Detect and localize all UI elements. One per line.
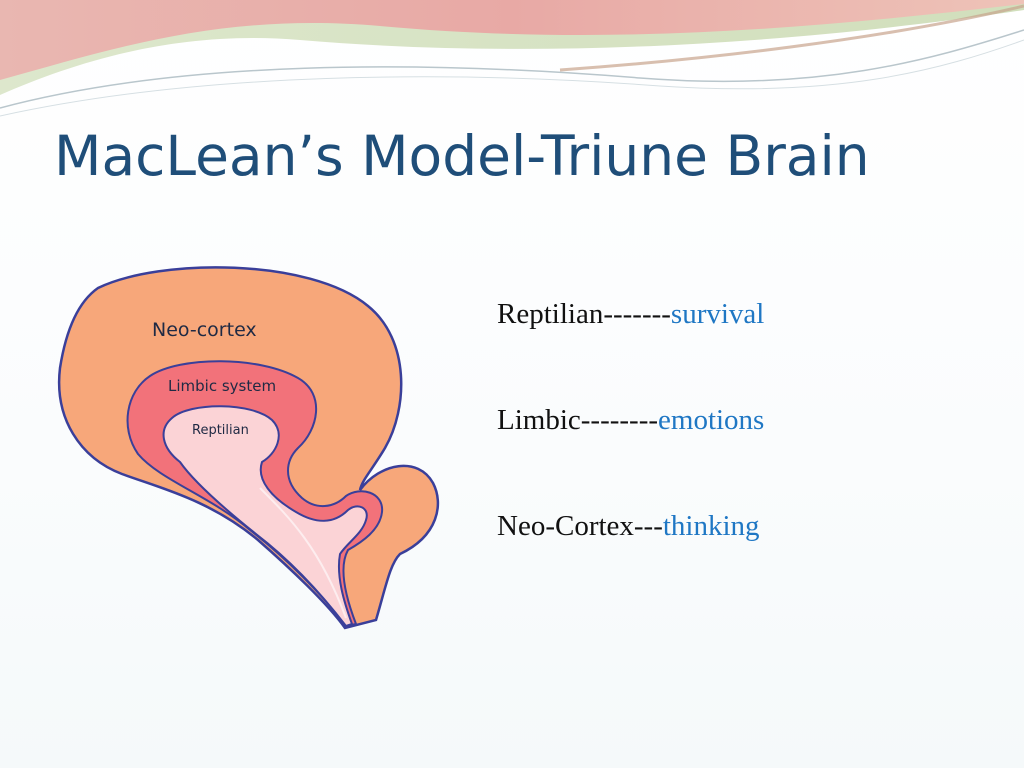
list-item-term: Neo-Cortex--- (497, 510, 663, 542)
list-item: Neo-Cortex---thinking (497, 504, 764, 610)
slide-title: MacLean’s Model-Triune Brain (54, 124, 870, 188)
reptilian-label: Reptilian (192, 423, 249, 438)
neo-cortex-label: Neo-cortex (152, 319, 257, 341)
limbic-system-label: Limbic system (168, 377, 276, 395)
list-item: Reptilian-------survival (497, 292, 764, 398)
list-item-meaning: thinking (662, 510, 760, 542)
list-item-meaning: survival (670, 298, 765, 330)
list-item-term: Limbic-------- (497, 404, 659, 436)
triune-brain-diagram: Neo-cortex Limbic system Reptilian (57, 266, 440, 630)
brain-function-list: Reptilian-------survival Limbic--------e… (497, 292, 764, 610)
brain-stem-line (259, 487, 347, 619)
header-swoosh-decoration (0, 0, 1024, 117)
list-item-meaning: emotions (658, 404, 765, 436)
reptilian-region (162, 405, 368, 628)
list-item: Limbic--------emotions (497, 398, 764, 504)
list-item-term: Reptilian------- (497, 298, 671, 330)
